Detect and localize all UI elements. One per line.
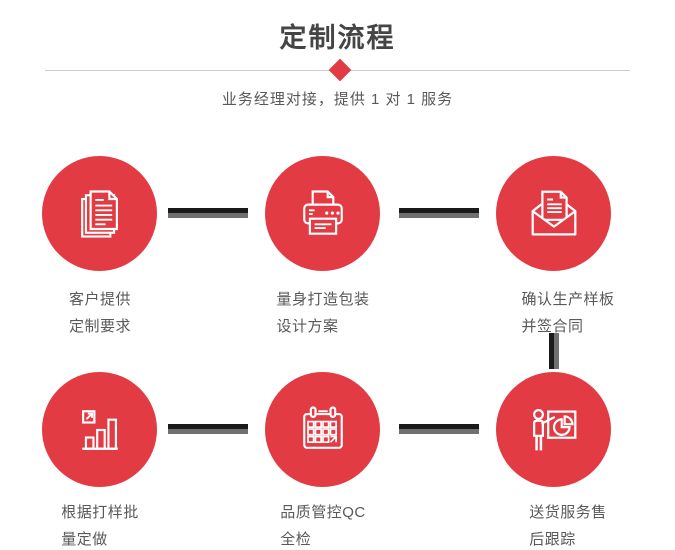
calendar-icon [302, 405, 343, 449]
page-title: 定制流程 [279, 23, 396, 53]
step-label-line2: 全检 [280, 531, 312, 548]
connector-step4-step5 [168, 424, 248, 434]
step-label-line1: 确认生产样板 [521, 291, 615, 308]
connector-step3-step6 [549, 333, 559, 369]
step-label-delivery-aftersales: 送货服务售 后跟踪 [529, 499, 607, 550]
presentation-icon [532, 408, 576, 450]
step-label-line2: 并签合同 [521, 318, 584, 335]
step-label-line2: 定制要求 [68, 318, 132, 335]
documents-icon [80, 189, 118, 238]
step-circle-customer-requirements [42, 156, 157, 271]
step-label-line1: 送货服务售 [529, 504, 607, 521]
step-label-batch-production: 根据打样批 量定做 [61, 499, 139, 550]
bar-chart-icon [81, 409, 118, 450]
step-label-line2: 量定做 [61, 531, 108, 548]
step-label-line1: 品质管控QC [280, 504, 366, 521]
step-label-packaging-design: 量身打造包装 设计方案 [276, 286, 369, 340]
step-label-line1: 量身打造包装 [276, 291, 370, 308]
step-circle-packaging-design [265, 156, 380, 271]
step-circle-delivery-aftersales [496, 372, 611, 487]
step-circle-batch-production [42, 372, 157, 487]
step-label-line2: 后跟踪 [529, 531, 576, 548]
connector-step1-step2 [168, 208, 248, 218]
step-label-customer-requirements: 客户提供 定制要求 [69, 286, 131, 340]
connector-step2-step3 [399, 208, 479, 218]
envelope-icon [531, 190, 576, 235]
step-label-line2: 设计方案 [276, 318, 339, 335]
step-label-quality-control: 品质管控QC 全检 [280, 499, 366, 550]
step-circle-quality-control [265, 372, 380, 487]
step-label-line1: 根据打样批 [61, 504, 139, 521]
connector-step5-step6 [399, 424, 479, 434]
step-label-sample-confirm: 确认生产样板 并签合同 [521, 286, 614, 340]
step-label-line1: 客户提供 [68, 291, 132, 308]
step-circle-sample-confirm [496, 156, 611, 271]
subtitle: 业务经理对接，提供 1 对 1 服务 [221, 91, 454, 108]
printer-icon [302, 189, 343, 235]
diamond-icon [328, 58, 352, 82]
